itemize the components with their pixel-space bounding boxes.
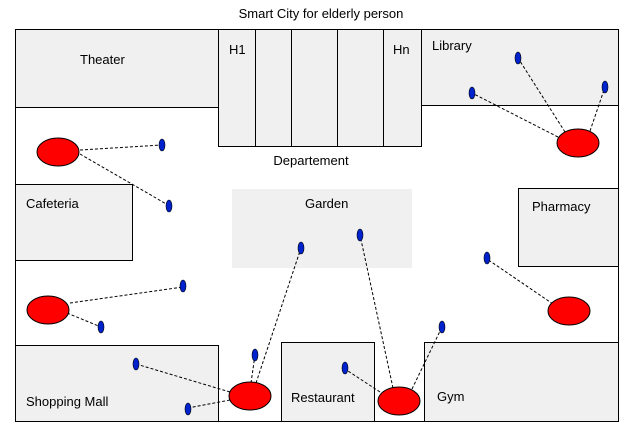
label-h1: H1	[229, 42, 246, 57]
map-title: Smart City for elderly person	[239, 6, 404, 21]
link	[66, 312, 102, 328]
label-hn: Hn	[393, 42, 410, 57]
room-garden	[232, 189, 412, 268]
room-departement	[218, 29, 422, 147]
room-cafeteria	[15, 184, 133, 261]
link	[69, 286, 184, 304]
sensor-links	[66, 57, 606, 409]
hubs	[26, 128, 600, 416]
sensor-marker	[601, 80, 609, 94]
hub-marker	[556, 128, 600, 158]
sensor-marker	[184, 402, 192, 416]
sensor-marker	[97, 320, 105, 334]
link	[135, 363, 231, 393]
hub-marker	[228, 381, 272, 411]
label-library: Library	[432, 38, 472, 53]
label-restaurant: Restaurant	[291, 390, 355, 405]
sensors	[97, 51, 609, 416]
room-labels: Theater H1 Hn Library Departement Cafete…	[26, 38, 591, 409]
sensor-marker	[468, 86, 476, 100]
link	[589, 86, 606, 132]
sensor-marker	[483, 251, 491, 265]
rooms	[15, 29, 619, 422]
room-theater	[15, 29, 219, 108]
label-cafeteria: Cafeteria	[26, 196, 80, 211]
label-shopping-mall: Shopping Mall	[26, 394, 108, 409]
link	[359, 234, 394, 389]
link	[471, 92, 559, 138]
sensor-marker	[438, 320, 446, 334]
label-garden: Garden	[305, 196, 348, 211]
sensor-marker	[297, 241, 305, 255]
sensor-marker	[165, 199, 173, 213]
link	[411, 326, 443, 390]
room-shopping-mall	[15, 345, 219, 422]
link	[79, 144, 163, 151]
room-pharmacy	[518, 188, 619, 267]
sensor-marker	[158, 138, 166, 152]
hub-marker	[547, 296, 591, 326]
link	[255, 247, 302, 384]
link	[486, 258, 554, 305]
hub-marker	[36, 137, 80, 167]
sensor-marker	[251, 348, 259, 362]
label-theater: Theater	[80, 52, 125, 67]
label-gym: Gym	[437, 389, 464, 404]
hub-marker	[26, 295, 70, 325]
label-pharmacy: Pharmacy	[532, 199, 591, 214]
room-restaurant	[281, 342, 375, 422]
sensor-marker	[341, 361, 349, 375]
sensor-marker	[514, 51, 522, 65]
link	[79, 153, 169, 206]
hub-marker	[377, 386, 421, 416]
sensor-marker	[179, 279, 187, 293]
link	[187, 399, 231, 409]
label-departement: Departement	[273, 153, 349, 168]
link	[344, 368, 381, 393]
sensor-marker	[132, 357, 140, 371]
sensor-marker	[356, 228, 364, 242]
room-library	[421, 29, 619, 106]
room-gym	[424, 342, 619, 422]
